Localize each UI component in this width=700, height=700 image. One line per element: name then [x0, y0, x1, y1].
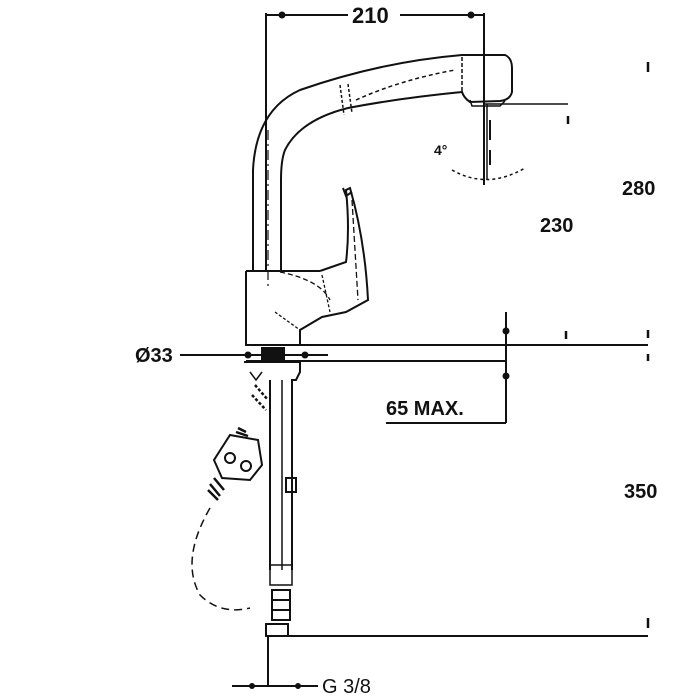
spout	[252, 54, 513, 290]
deck-lines	[180, 312, 650, 424]
base-diameter-label: Ø33	[135, 345, 173, 367]
spout-reach-label: 210	[352, 3, 389, 28]
hose-length-label: 350	[624, 481, 658, 503]
supply-hoses	[244, 347, 650, 637]
swivel-angle-label: 4°	[434, 142, 448, 158]
dimension-g38	[232, 636, 318, 689]
outlet-axis	[451, 62, 650, 181]
outlet-height-label: 230	[540, 215, 574, 237]
deck-thickness-label: 65 MAX.	[386, 398, 464, 420]
dimension-210	[265, 11, 485, 270]
body-and-lever	[245, 186, 648, 346]
total-height-label: 280	[622, 178, 656, 200]
spray-hose-loop	[191, 426, 264, 611]
connection-thread-label: G 3/8	[322, 676, 371, 698]
